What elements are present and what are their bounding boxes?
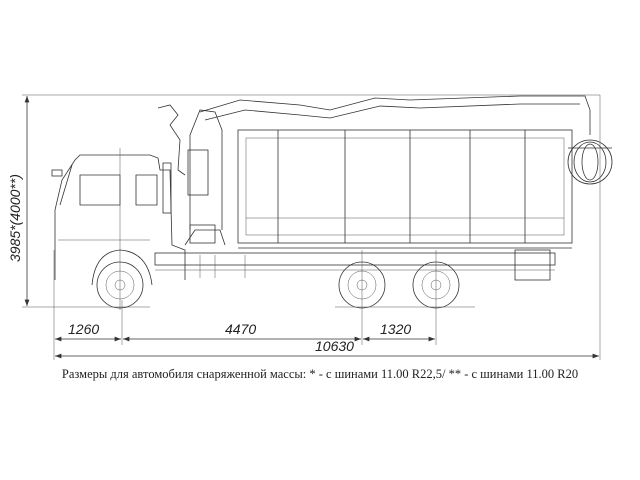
- crane: [157, 95, 591, 246]
- wheelbase-label: 4470: [225, 321, 256, 337]
- caption: Размеры для автомобиля снаряженной массы…: [61, 367, 579, 381]
- overall-length-label: 10630: [315, 338, 354, 354]
- length-dimensions: 1260 4470 1320 10630: [55, 321, 599, 359]
- grapple: [567, 110, 613, 185]
- cab: [51, 148, 186, 310]
- bogie-label: 1320: [380, 321, 411, 337]
- height-label: 3985*(4000**): [7, 174, 23, 262]
- chassis-frame: [154, 249, 556, 281]
- front-overhang-label: 1260: [68, 321, 99, 337]
- wheels: [53, 95, 601, 360]
- height-dimension: 3985*(4000**): [7, 94, 600, 308]
- container-body: [237, 129, 573, 249]
